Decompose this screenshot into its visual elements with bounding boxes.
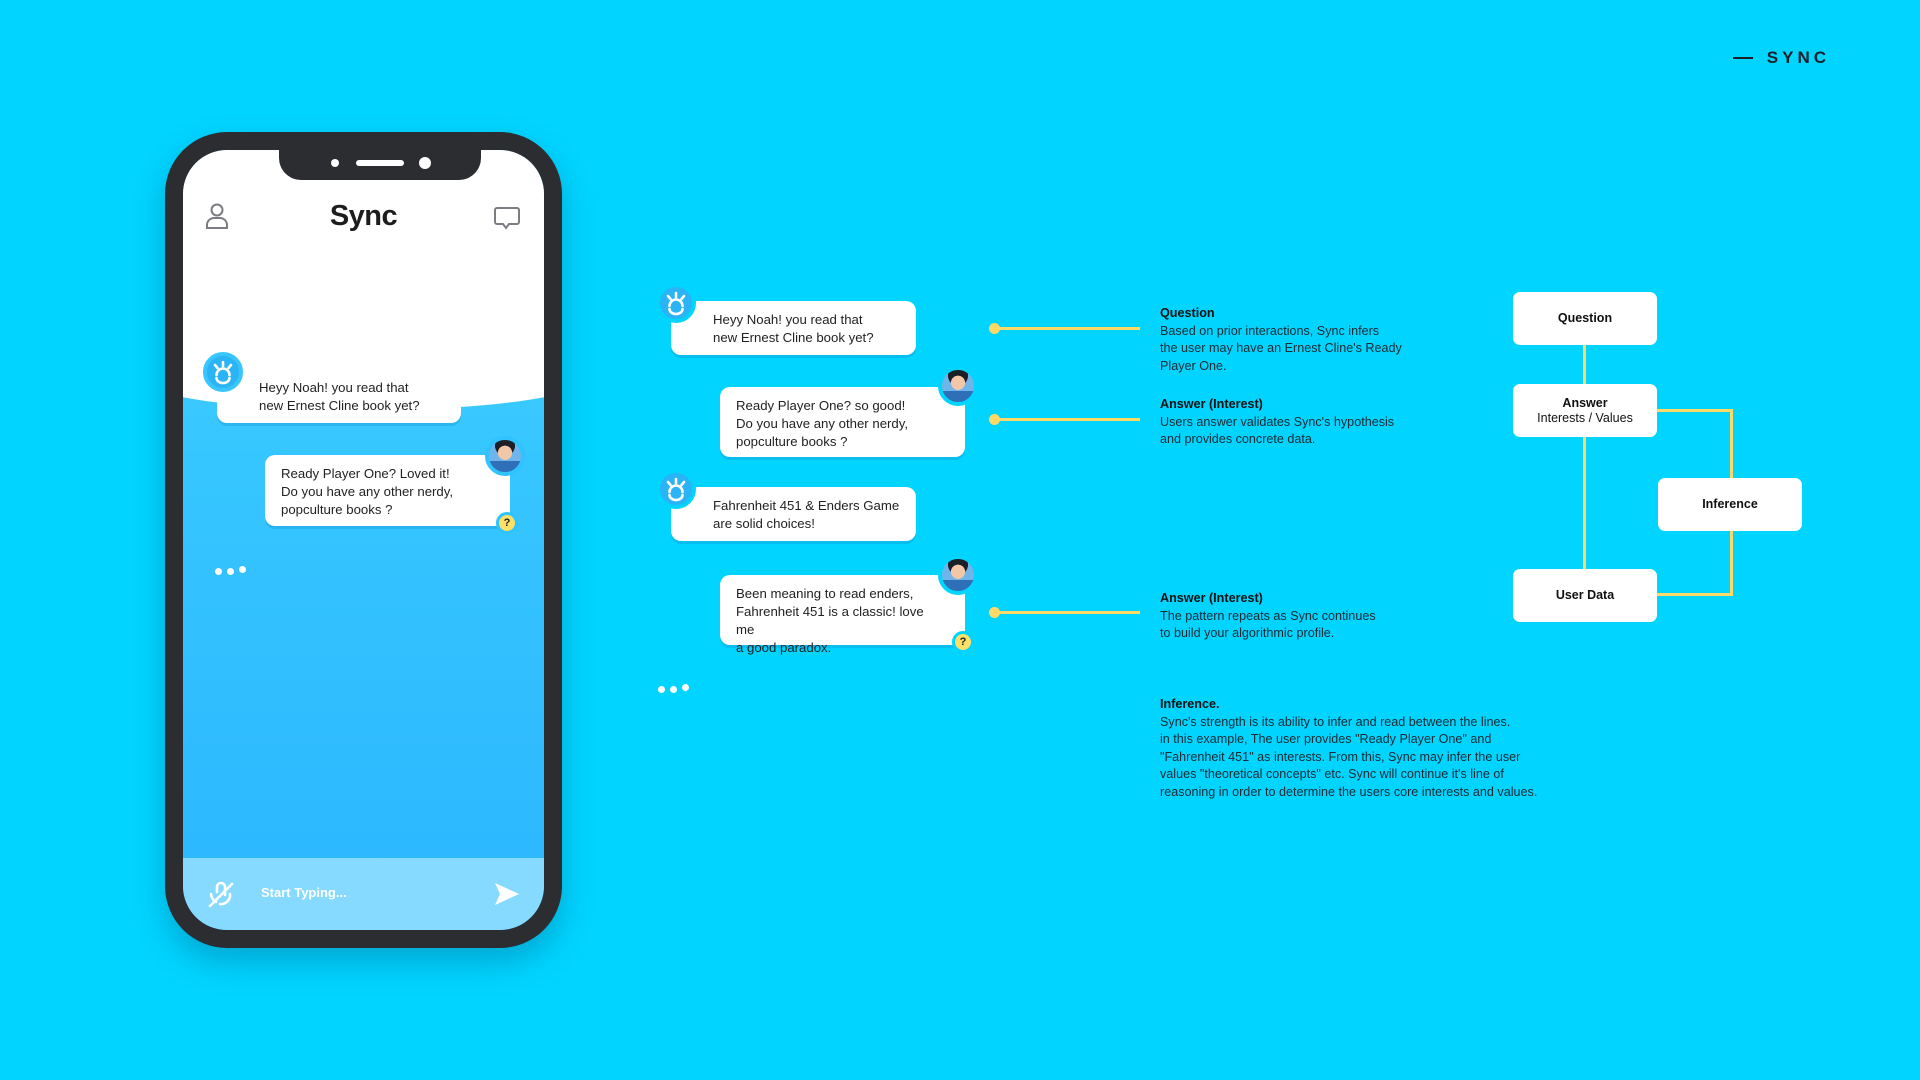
diagram-line bbox=[1583, 437, 1586, 570]
brand-dash bbox=[1732, 57, 1753, 59]
annotation-answer-1: Answer (Interest) Users answer validates… bbox=[1160, 397, 1395, 447]
diagram-line bbox=[1730, 409, 1733, 479]
annotation-inference: Inference. Sync's strength is its abilit… bbox=[1160, 697, 1538, 799]
message-input[interactable]: Start Typing... bbox=[261, 885, 347, 900]
send-icon[interactable] bbox=[494, 882, 520, 906]
user-avatar bbox=[938, 366, 978, 406]
connector-question bbox=[989, 323, 1140, 334]
annotation-answer-2: Answer (Interest) The pattern repeats as… bbox=[1160, 591, 1376, 641]
diagram-line bbox=[1657, 593, 1733, 596]
mic-off-icon[interactable] bbox=[207, 880, 235, 910]
brand-mark: SYNC bbox=[1732, 48, 1830, 68]
diagram-line bbox=[1730, 531, 1733, 596]
connector-answer-2 bbox=[989, 607, 1140, 618]
phone-user-message: Ready Player One? Loved it! Do you have … bbox=[265, 455, 510, 526]
typing-indicator bbox=[215, 566, 246, 575]
user-avatar bbox=[485, 436, 525, 476]
diagram-node-answer: Answer Interests / Values bbox=[1513, 384, 1657, 437]
flow-user-message-1: Ready Player One? so good! Do you have a… bbox=[720, 387, 965, 457]
diagram-line bbox=[1583, 345, 1586, 385]
chat-icon[interactable] bbox=[493, 206, 521, 232]
question-badge: ? bbox=[952, 631, 974, 653]
flow-bot-message-1: Heyy Noah! you read that new Ernest Clin… bbox=[671, 301, 916, 355]
app-title: Sync bbox=[329, 200, 398, 232]
message-input-bar[interactable]: Start Typing... bbox=[183, 858, 544, 930]
phone-screen: Sync Heyy Noah! you read that new Ernest… bbox=[183, 150, 544, 930]
user-avatar bbox=[938, 555, 978, 595]
flow-user-message-2: Been meaning to read enders, Fahrenheit … bbox=[720, 575, 965, 655]
diagram-node-question: Question bbox=[1513, 292, 1657, 345]
typing-indicator bbox=[658, 684, 689, 693]
brand-label: SYNC bbox=[1766, 48, 1830, 67]
bot-avatar-icon bbox=[656, 283, 696, 323]
phone-notch bbox=[279, 150, 481, 180]
bot-avatar-icon bbox=[203, 352, 243, 392]
annotation-question: Question Based on prior interactions, Sy… bbox=[1160, 306, 1402, 373]
diagram-node-inference: Inference bbox=[1658, 478, 1802, 531]
question-badge: ? bbox=[496, 512, 518, 534]
phone-header: Sync bbox=[183, 150, 544, 260]
connector-answer-1 bbox=[989, 414, 1140, 425]
flow-bot-message-2: Fahrenheit 451 & Enders Game are solid c… bbox=[671, 487, 916, 541]
phone-mockup: Sync Heyy Noah! you read that new Ernest… bbox=[165, 132, 562, 948]
bot-avatar-icon bbox=[656, 469, 696, 509]
diagram-line bbox=[1657, 409, 1733, 412]
phone-header-bg bbox=[183, 150, 544, 410]
phone-bot-message: Heyy Noah! you read that new Ernest Clin… bbox=[217, 369, 461, 423]
diagram-node-user-data: User Data bbox=[1513, 569, 1657, 622]
profile-icon[interactable] bbox=[205, 202, 229, 230]
